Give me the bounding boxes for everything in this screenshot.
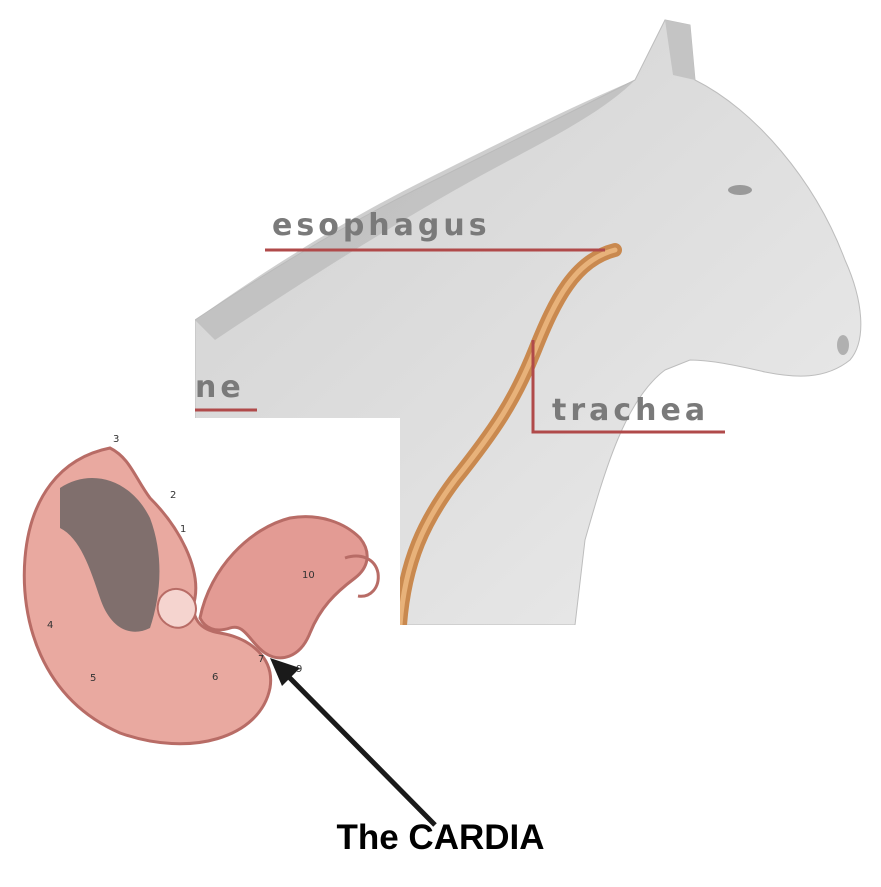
cardia-caption: The CARDIA bbox=[0, 818, 881, 858]
